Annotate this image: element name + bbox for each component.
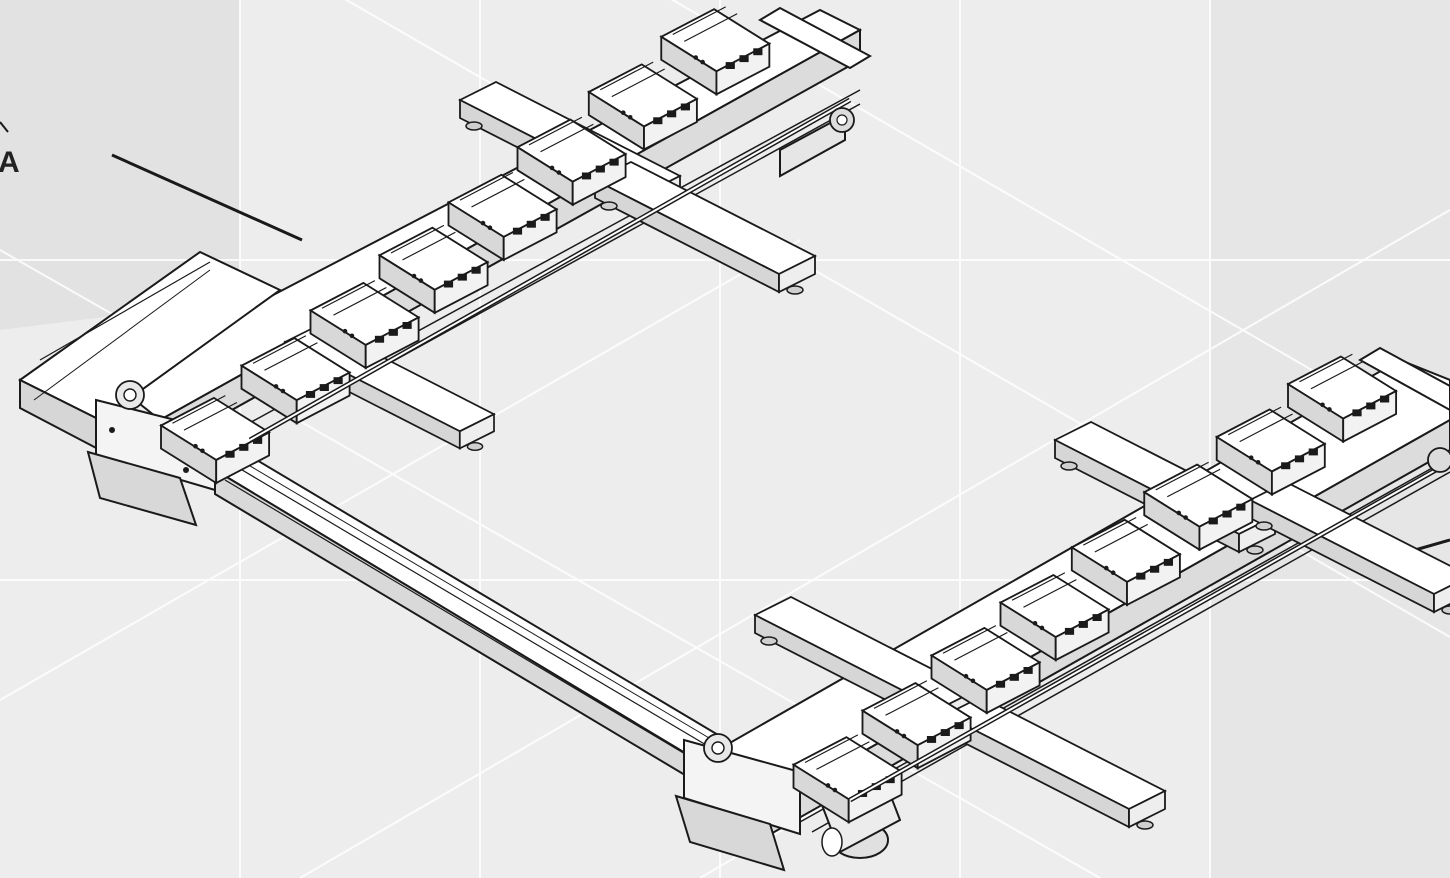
callout-tick-a <box>0 121 9 133</box>
callout-leader-a <box>111 153 303 242</box>
callout-label-a: A <box>0 146 21 179</box>
conveyor-upper <box>18 5 873 527</box>
conveyor-lower <box>674 346 1450 872</box>
